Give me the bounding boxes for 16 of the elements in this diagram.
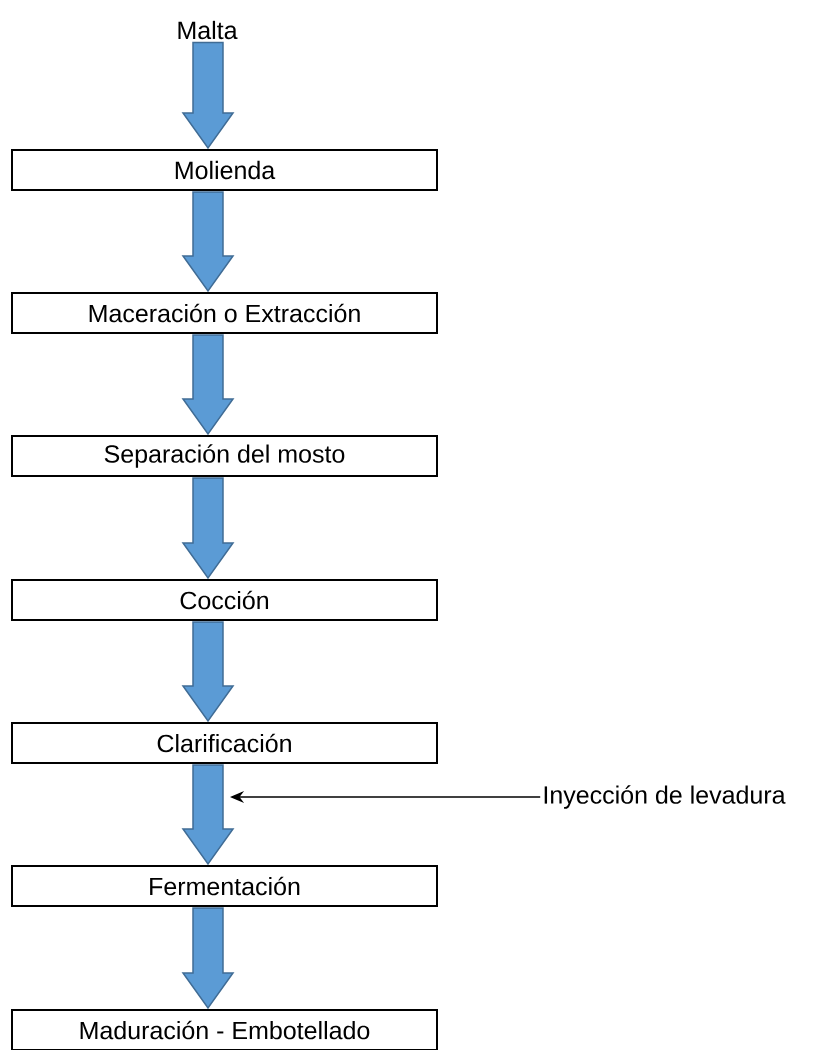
- process-box: Cocción: [11, 579, 438, 621]
- process-box: Fermentación: [11, 865, 438, 907]
- label-text: Malta: [178, 20, 238, 40]
- process-box: Clarificación: [11, 722, 438, 764]
- block-arrow: [181, 477, 235, 580]
- block-arrow: [181, 334, 235, 436]
- label-text: Inyección de levadura: [544, 785, 786, 809]
- process-box: Molienda: [11, 149, 438, 191]
- process-box: Maceración o Extracción: [11, 292, 438, 334]
- block-arrow: [181, 191, 235, 293]
- block-arrow: [181, 764, 235, 866]
- block-arrow: [181, 907, 235, 1010]
- process-box: Separación del mosto: [11, 435, 438, 477]
- block-arrow: [181, 621, 235, 723]
- block-arrow: [181, 41, 235, 150]
- process-box: Maduración - Embotellado: [11, 1009, 438, 1050]
